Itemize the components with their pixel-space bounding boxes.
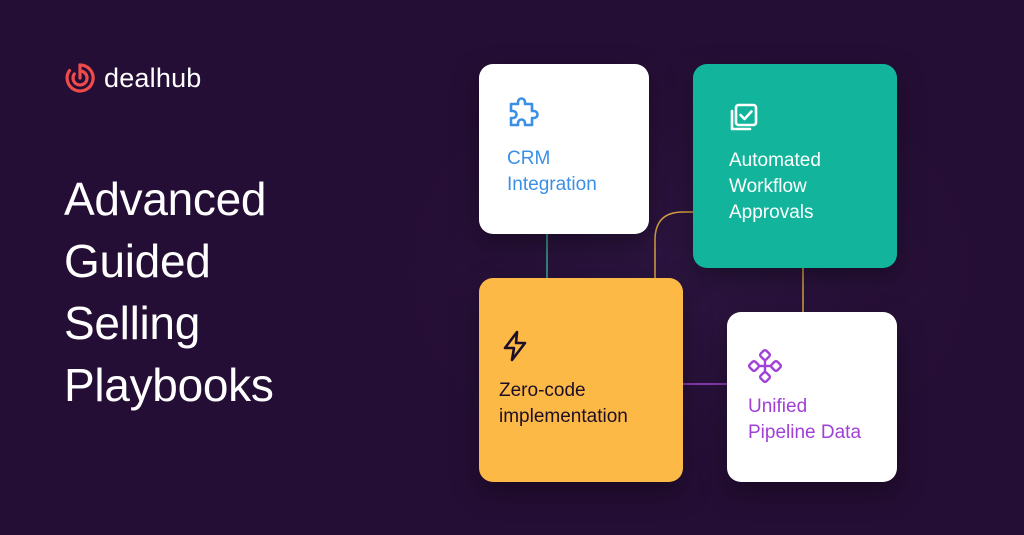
headline-line-3: Selling: [64, 297, 200, 349]
dealhub-logo-icon: [65, 63, 95, 93]
card-crm-integration: CRM Integration: [479, 64, 649, 234]
headline-line-1: Advanced: [64, 173, 267, 225]
lightning-icon: [503, 330, 527, 362]
card-pipeline-label: Unified Pipeline Data: [748, 396, 862, 443]
connector-zero-automated: [654, 211, 693, 278]
brand-name: dealhub: [104, 62, 202, 93]
card-automated-label: Automated Workflow Approvals: [729, 150, 821, 223]
card-unified-pipeline: Unified Pipeline Data: [727, 312, 897, 482]
dealhub-logo: dealhub: [64, 62, 202, 94]
headline: Advanced Guided Selling Playbooks: [64, 168, 384, 416]
approval-check-icon: [730, 103, 758, 131]
card-automated-workflow: Automated Workflow Approvals: [693, 64, 897, 268]
network-nodes-icon: [747, 348, 783, 384]
puzzle-icon: [509, 97, 539, 127]
headline-line-4: Playbooks: [64, 359, 274, 411]
headline-line-2: Guided: [64, 235, 211, 287]
card-zero-code-label: Zero-code implementation: [499, 380, 628, 427]
card-zero-code: Zero-code implementation: [479, 278, 683, 482]
card-crm-label: CRM Integration: [507, 148, 597, 195]
